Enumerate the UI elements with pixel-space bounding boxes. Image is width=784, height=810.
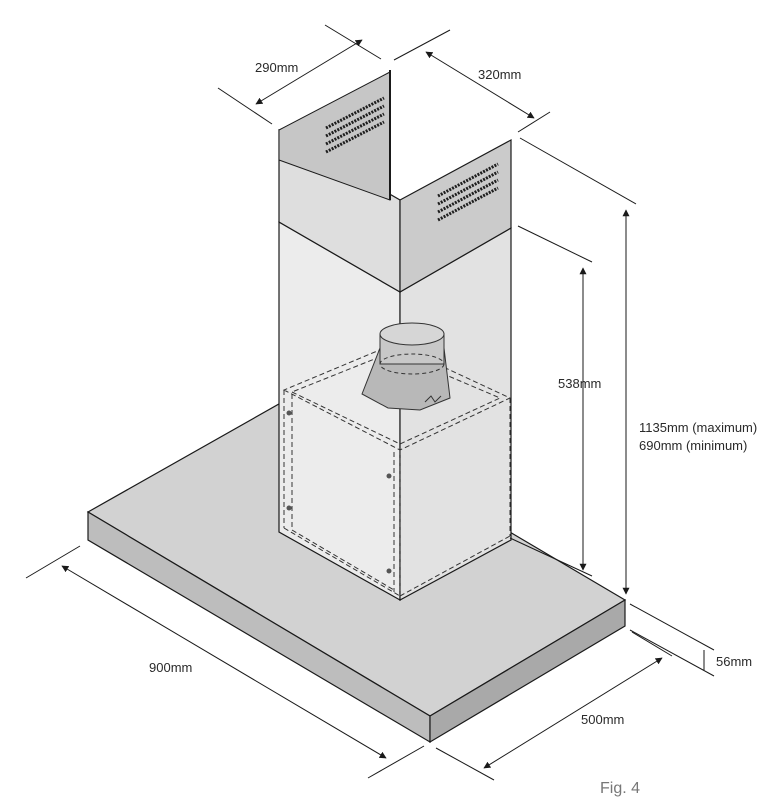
dim-label-290: 290mm: [255, 60, 298, 75]
figure-caption: Fig. 4: [600, 780, 640, 797]
dim-label-500: 500mm: [581, 712, 624, 727]
dim-label-538: 538mm: [558, 376, 601, 391]
dim-label-320: 320mm: [478, 67, 521, 82]
front-vent-slots: [437, 162, 499, 222]
glass-chimney: [278, 220, 512, 602]
dim-label-56: 56mm: [716, 654, 752, 669]
dim-label-900: 900mm: [149, 660, 192, 675]
motor-box-outline: [282, 343, 512, 597]
chimney-right-face: [399, 138, 512, 294]
fan-duct: [361, 322, 451, 411]
screw-dots: [286, 410, 392, 574]
rear-vent-slots: [325, 96, 385, 154]
dimension-lines: [25, 24, 715, 781]
dim-label-690-min: 690mm (minimum): [639, 438, 747, 453]
dim-label-1135-max: 1135mm (maximum): [639, 420, 757, 435]
